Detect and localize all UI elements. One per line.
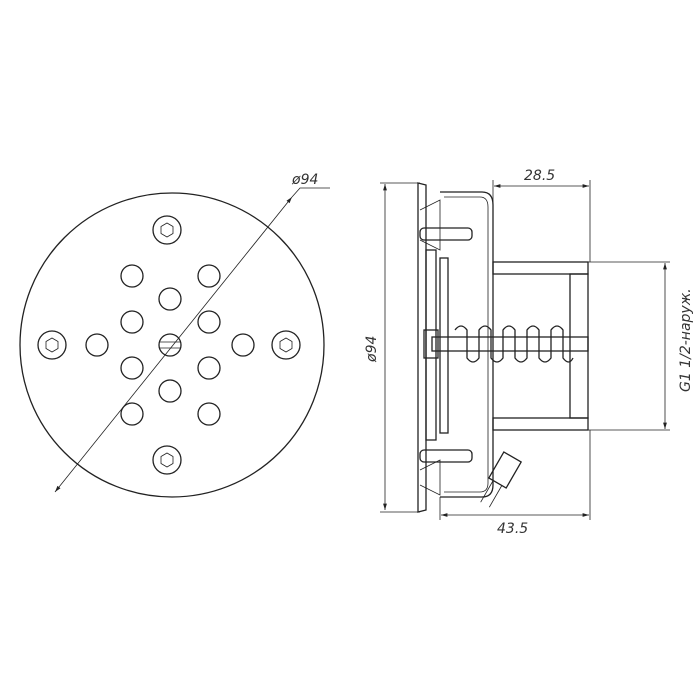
- top-depth-label: 28.5: [524, 168, 555, 184]
- side-view: ø94 28.5 43.5: [364, 168, 694, 537]
- screw-left: [37, 330, 67, 360]
- flange-section: [417, 182, 427, 513]
- bolt-bottom: [419, 449, 473, 463]
- tube-wall-top: [492, 261, 589, 275]
- thread-label: G1 1/2-наруж.: [678, 288, 694, 392]
- rod: [431, 336, 589, 352]
- tube-wall-bottom: [492, 417, 589, 431]
- grate-plate: [425, 249, 437, 441]
- front-diameter-label: ø94: [291, 172, 318, 188]
- housing: [440, 191, 494, 498]
- bolt-top: [419, 227, 473, 241]
- spring: [454, 325, 574, 363]
- screw-top: [152, 215, 182, 245]
- screw-right: [271, 330, 301, 360]
- front-view: ø94: [19, 172, 330, 498]
- center-slot-screw: [158, 333, 182, 357]
- side-diameter-label: ø94: [364, 336, 380, 363]
- diameter-dimension-line: [54, 196, 293, 493]
- cable-gland: [480, 451, 523, 508]
- drain-holes: [85, 264, 255, 426]
- tube-end-cap: [569, 273, 589, 419]
- flange-outline: [19, 192, 325, 498]
- bottom-depth-label: 43.5: [497, 521, 528, 537]
- screw-bottom: [152, 445, 182, 475]
- mounting-screws: [37, 215, 301, 475]
